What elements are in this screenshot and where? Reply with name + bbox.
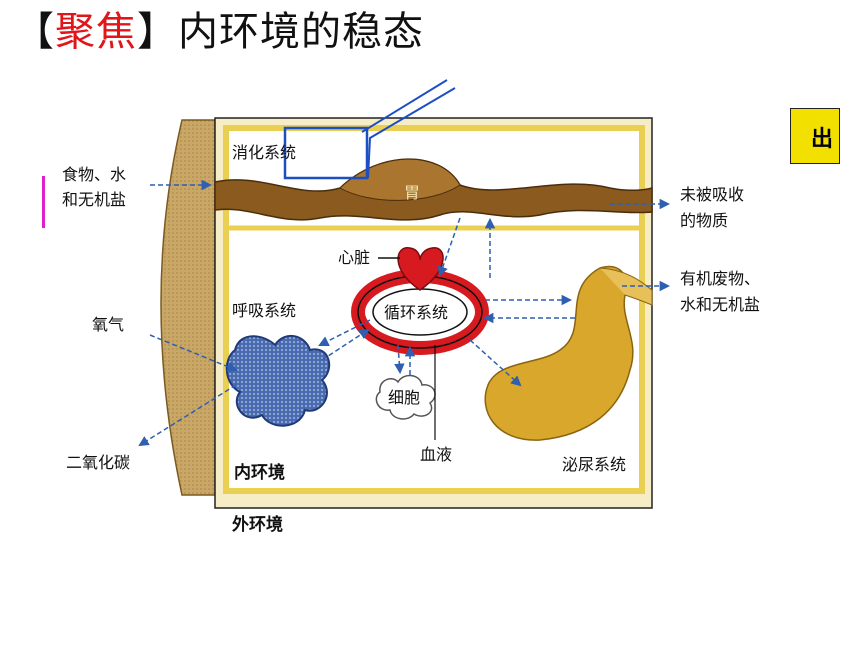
label-heart: 心脏 xyxy=(338,248,370,267)
label-food-input-1: 食物、水 xyxy=(62,165,126,184)
label-stomach: 胃 xyxy=(404,183,420,202)
label-oxygen: 氧气 xyxy=(92,315,124,334)
label-circulatory-system: 循环系统 xyxy=(384,303,448,322)
label-waste-1: 有机废物、 xyxy=(680,269,760,288)
external-wall xyxy=(161,120,215,495)
label-waste-2: 水和无机盐 xyxy=(680,295,760,314)
label-cell: 细胞 xyxy=(388,388,420,407)
label-blood: 血液 xyxy=(420,445,452,464)
label-external-env: 外环境 xyxy=(232,514,283,535)
label-digestive-system: 消化系统 xyxy=(232,143,296,162)
label-respiratory-system: 呼吸系统 xyxy=(232,301,296,320)
label-unabsorbed-1: 未被吸收 xyxy=(680,185,744,204)
label-unabsorbed-2: 的物质 xyxy=(680,211,728,230)
label-carbon-dioxide: 二氧化碳 xyxy=(66,453,130,472)
label-internal-env: 内环境 xyxy=(234,462,285,483)
label-urinary-system: 泌尿系统 xyxy=(562,455,626,474)
label-food-input-2: 和无机盐 xyxy=(62,190,126,209)
